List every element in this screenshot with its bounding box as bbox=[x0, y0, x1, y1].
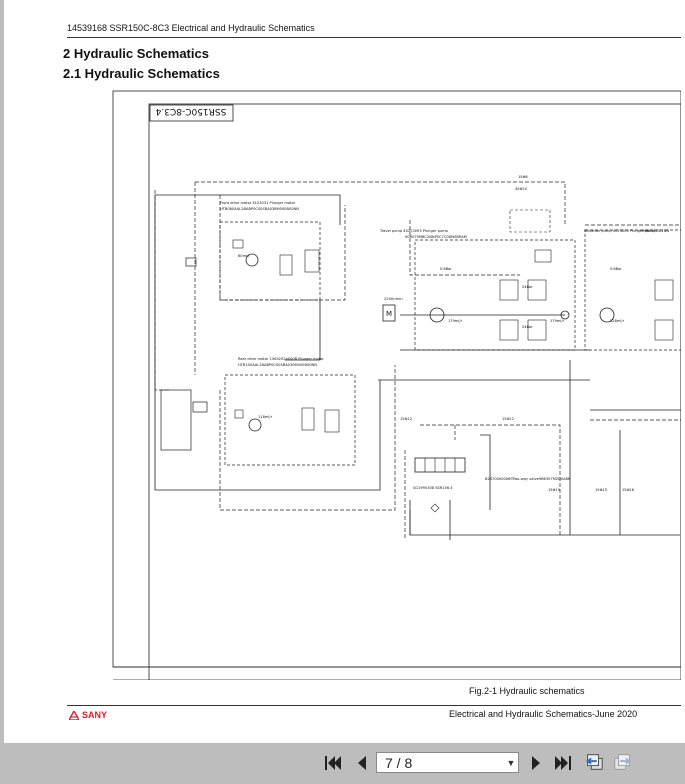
sany-logo: SANY bbox=[69, 710, 107, 720]
two-way-valve-label: B23700000069Two-way valve9B6357M2D0A8K bbox=[485, 477, 571, 481]
travel-pump-speed: 179ml/r bbox=[448, 319, 463, 323]
first-page-button[interactable] bbox=[323, 753, 343, 773]
axle-symbol bbox=[160, 389, 192, 451]
footer-text: Electrical and Hydraulic Schematics-June… bbox=[449, 709, 638, 719]
forward-view-button[interactable] bbox=[613, 752, 633, 772]
next-page-icon bbox=[532, 756, 540, 770]
forward-view-icon bbox=[614, 754, 632, 770]
engine-speed: 2200r/min bbox=[384, 297, 403, 301]
travel-pump-label: Travel pump 40223093 Plunger pump bbox=[379, 229, 449, 233]
svg-text:M: M bbox=[386, 310, 392, 318]
chevron-down-icon: ▼ bbox=[506, 757, 516, 768]
document-header: 14539168 SSR150C-8C3 Electrical and Hydr… bbox=[67, 23, 315, 33]
title-block-label: SSR150C-8C3.4 bbox=[155, 106, 226, 116]
pressure-lines bbox=[154, 194, 681, 540]
schematic-outer-frame bbox=[112, 90, 681, 668]
page-indicator: 7 / 8 bbox=[385, 754, 413, 771]
vibration-pump-symbol bbox=[599, 307, 615, 323]
vibration-pump-block bbox=[584, 229, 681, 351]
section-title: 2 Hydraulic Schematics bbox=[63, 46, 209, 61]
hose-1: 15Φ8 bbox=[518, 175, 528, 179]
hose-5: 15Φ15 bbox=[548, 488, 560, 492]
engine-box bbox=[382, 304, 396, 322]
figure-caption: Fig.2-1 Hydraulic schematics bbox=[469, 686, 585, 696]
pressure-4: 0.6Bar bbox=[610, 267, 622, 271]
title-block bbox=[149, 104, 234, 122]
last-page-button[interactable] bbox=[553, 753, 573, 773]
header-rule bbox=[67, 37, 681, 38]
footer-rule bbox=[67, 705, 681, 706]
front-motor-label: Front drive motor 4103031 Plunger motor bbox=[220, 201, 296, 205]
pressure-1: 24Bar bbox=[522, 285, 533, 289]
back-view-button[interactable] bbox=[584, 752, 604, 772]
vibration-pump-label: Vibration pump 4023000 Plunger pump bbox=[584, 229, 656, 233]
sany-logo-text: SANY bbox=[82, 710, 108, 720]
rear-motor-code: HTB100AAL2BABP0CS0SBA030M000B00NN bbox=[238, 363, 317, 367]
front-motor-symbol bbox=[245, 253, 259, 267]
document-page bbox=[4, 0, 685, 743]
first-page-icon bbox=[325, 756, 341, 770]
prev-page-icon bbox=[358, 756, 366, 770]
travel-pump-code: 90R075MBC2NNPSC7C0DNSBRAM bbox=[405, 235, 467, 239]
hose-7: 15Φ16 bbox=[622, 488, 635, 492]
valve-block bbox=[414, 457, 466, 473]
vibration-pump-speed: 128ml/r bbox=[610, 319, 625, 323]
back-view-icon bbox=[585, 754, 603, 770]
hose-2: 45Φ20 bbox=[515, 187, 528, 191]
sany-logo-icon bbox=[69, 710, 79, 720]
schematic-inner-frame bbox=[148, 103, 681, 680]
pressure-3: 0.6Bar bbox=[440, 267, 452, 271]
front-motor-block bbox=[219, 221, 321, 301]
rear-motor-symbol bbox=[248, 418, 262, 432]
front-motor-displacement: 60ml/r bbox=[238, 254, 250, 258]
hose-4: 15Φ12 bbox=[502, 417, 514, 421]
last-page-icon bbox=[555, 756, 571, 770]
hose-3: 15Φ12 bbox=[400, 417, 412, 421]
front-motor-code: HTB060AAL2BABP0CS0SBA038M000B00NN bbox=[220, 207, 299, 211]
travel-pump-symbol bbox=[429, 307, 445, 323]
rear-motor-label: Rear drive motor 15632024000B Plunger mo… bbox=[238, 357, 324, 361]
next-page-button[interactable] bbox=[526, 753, 546, 773]
subsection-title: 2.1 Hydraulic Schematics bbox=[63, 66, 220, 81]
travel-pump-block bbox=[414, 239, 576, 351]
rear-motor-displacement: 118ml/r bbox=[258, 415, 273, 419]
travel-pump-speed-2: 179ml/r bbox=[550, 319, 565, 323]
valve-block-label: SG1990308 SSR156.4 bbox=[413, 486, 453, 490]
pressure-2: 24Bar bbox=[522, 325, 533, 329]
filter-symbol bbox=[430, 503, 440, 513]
rear-motor-block bbox=[224, 374, 356, 466]
hose-6: 15Φ15 bbox=[595, 488, 607, 492]
prev-page-button[interactable] bbox=[352, 753, 372, 773]
hydraulic-schematic: SSR150C-8C3.4 Front drive motor 4103031 … bbox=[112, 90, 681, 680]
vibration-pump-code: 90R055DD1NN bbox=[642, 229, 669, 233]
page-selector[interactable]: 7 / 8 ▼ bbox=[376, 752, 519, 773]
